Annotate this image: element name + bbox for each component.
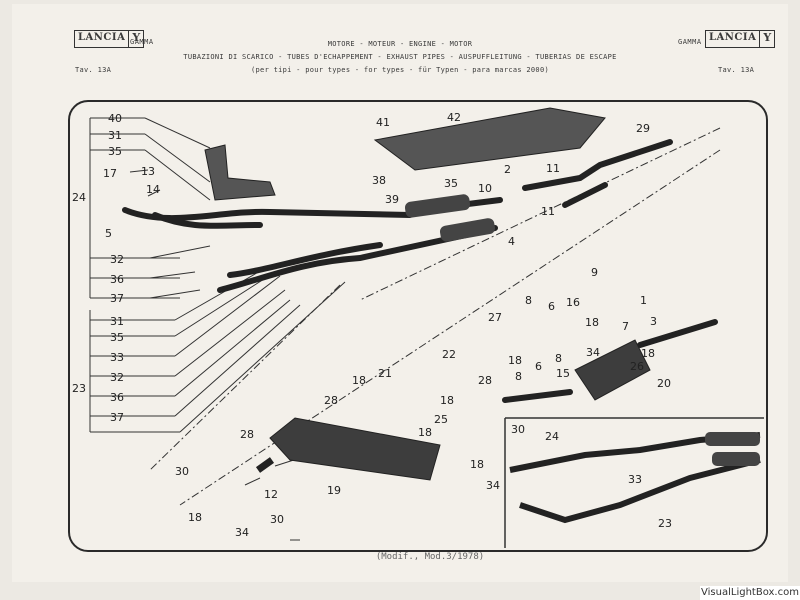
model-label-left: GAMMA	[130, 38, 154, 46]
logo-symbol: Y	[128, 31, 143, 47]
main-silencer	[269, 417, 441, 481]
callout-20: 20	[657, 377, 671, 390]
table-number-left: Tav. 13A	[75, 66, 112, 74]
silencer-front	[404, 194, 471, 218]
inset-silencer	[705, 432, 760, 446]
callout-13: 13	[141, 165, 155, 178]
callout-18: 18	[188, 511, 202, 524]
rear-silencer	[574, 339, 651, 401]
callout-3: 3	[650, 315, 657, 328]
callout-32: 32	[110, 253, 124, 266]
callout-17: 17	[103, 167, 117, 180]
section-title: MOTORE - MOTEUR - ENGINE - MOTOR	[327, 40, 473, 48]
callout-24: 24	[545, 430, 559, 443]
callout-4: 4	[508, 235, 515, 248]
callout-28: 28	[478, 374, 492, 387]
callout-8: 8	[525, 294, 532, 307]
logo-wordmark: LANCIA	[709, 32, 757, 43]
front-pipe-lower	[217, 225, 498, 293]
front-pipe-upper	[122, 207, 413, 222]
logo-wordmark: LANCIA	[78, 32, 126, 43]
lancia-logo-left: LANCIA Y	[74, 30, 145, 48]
callout-18: 18	[470, 458, 484, 471]
callout-9: 9	[591, 266, 598, 279]
callout-34: 34	[586, 346, 600, 359]
callout-6: 6	[535, 360, 542, 373]
rear-y-pipe	[522, 139, 673, 191]
callout-32: 32	[110, 371, 124, 384]
callout-35: 35	[108, 145, 122, 158]
callout-23: 23	[72, 382, 86, 395]
callout-11: 11	[541, 205, 555, 218]
callout-8: 8	[555, 352, 562, 365]
applicability-note: (per tipi - pour types - for types - für…	[251, 66, 549, 74]
callout-28: 28	[240, 428, 254, 441]
callout-31: 31	[110, 315, 124, 328]
callout-7: 7	[622, 320, 629, 333]
callout-14: 14	[146, 183, 160, 196]
callout-25: 25	[434, 413, 448, 426]
callout-1: 1	[640, 294, 647, 307]
group-title: TUBAZIONI DI SCARICO - TUBES D'ECHAPPEME…	[183, 53, 617, 61]
callout-26: 26	[630, 360, 644, 373]
callout-37: 37	[110, 292, 124, 305]
callout-23: 23	[658, 517, 672, 530]
callout-31: 31	[108, 129, 122, 142]
callout-36: 36	[110, 391, 124, 404]
callout-30: 30	[511, 423, 525, 436]
callout-19: 19	[327, 484, 341, 497]
logo-symbol: Y	[759, 31, 774, 47]
silencer-mid	[439, 218, 496, 242]
callout-18: 18	[508, 354, 522, 367]
callout-24: 24	[72, 191, 86, 204]
callout-16: 16	[566, 296, 580, 309]
callout-33: 33	[628, 473, 642, 486]
lancia-logo-right: LANCIA Y	[705, 30, 776, 48]
rear-pipe	[502, 389, 573, 403]
callout-8: 8	[515, 370, 522, 383]
callout-5: 5	[105, 227, 112, 240]
axis-line	[359, 127, 721, 301]
callout-40: 40	[108, 112, 122, 125]
callout-18: 18	[641, 347, 655, 360]
heat-shield	[373, 107, 606, 171]
axis-line	[179, 149, 721, 506]
callout-34: 34	[235, 526, 249, 539]
callout-39: 39	[385, 193, 399, 206]
callout-35: 35	[444, 177, 458, 190]
callout-34: 34	[486, 479, 500, 492]
diagram-frame	[68, 100, 768, 552]
callout-18: 18	[585, 316, 599, 329]
callout-18: 18	[418, 426, 432, 439]
modification-caption: (Modif., Mod.3/1978)	[375, 552, 485, 562]
callout-41: 41	[376, 116, 390, 129]
table-number-right: Tav. 13A	[718, 66, 755, 74]
callout-37: 37	[110, 411, 124, 424]
tail-pipe	[637, 319, 718, 348]
callout-18: 18	[352, 374, 366, 387]
callout-29: 29	[636, 122, 650, 135]
callout-35: 35	[110, 331, 124, 344]
callout-10: 10	[478, 182, 492, 195]
callout-6: 6	[548, 300, 555, 313]
callout-2: 2	[504, 163, 511, 176]
callout-28: 28	[324, 394, 338, 407]
callout-36: 36	[110, 273, 124, 286]
callout-42: 42	[447, 111, 461, 124]
callout-12: 12	[264, 488, 278, 501]
watermark[interactable]: VisualLightBox.com	[700, 586, 800, 600]
callout-11: 11	[546, 162, 560, 175]
callout-21: 21	[378, 367, 392, 380]
callout-38: 38	[372, 174, 386, 187]
callout-18: 18	[440, 394, 454, 407]
callout-15: 15	[556, 367, 570, 380]
callout-27: 27	[488, 311, 502, 324]
callout-30: 30	[270, 513, 284, 526]
callout-33: 33	[110, 351, 124, 364]
callout-22: 22	[442, 348, 456, 361]
callout-30: 30	[175, 465, 189, 478]
model-label-right: GAMMA	[678, 38, 702, 46]
exhaust-manifold	[204, 144, 276, 201]
